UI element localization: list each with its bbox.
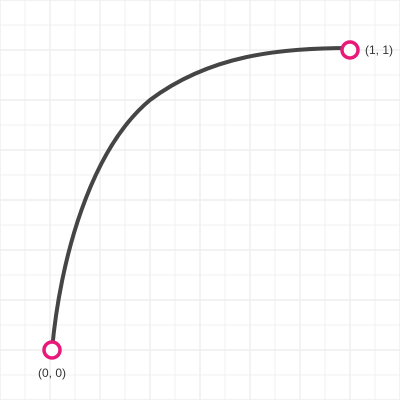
end-point-handle[interactable] [340,40,360,60]
start-point-handle[interactable] [42,340,62,360]
easing-curve[interactable] [50,46,352,352]
end-point-label: (1, 1) [365,43,393,57]
start-point-label: (0, 0) [38,366,66,380]
